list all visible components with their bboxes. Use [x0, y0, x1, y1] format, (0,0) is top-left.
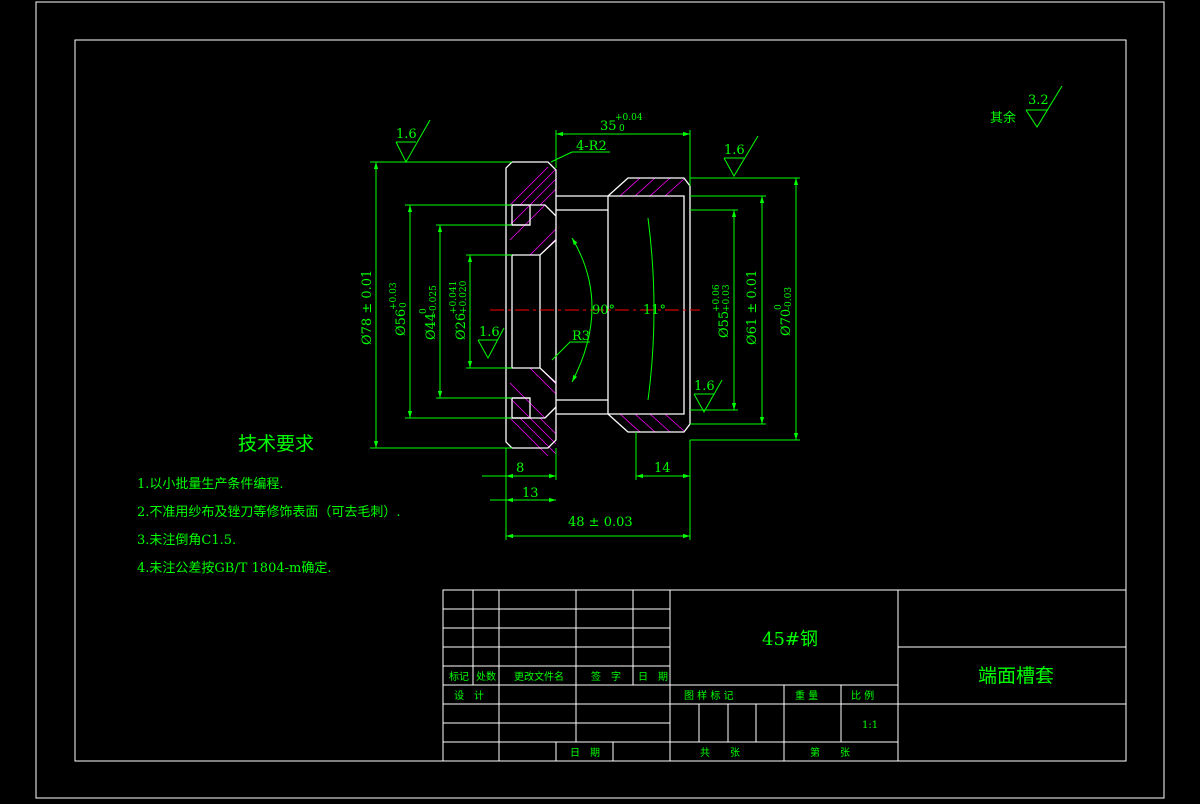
tech-requirement-item: 1.以小批量生产条件编程.: [137, 476, 284, 492]
dim-d70-tol-upper: 0: [774, 304, 784, 310]
dim-d26-group: Ø26 +0.041 +0.020: [449, 280, 469, 340]
dim-d70: Ø70: [779, 309, 794, 336]
dim-corner-radius: 4-R2: [576, 139, 607, 154]
part-outline: [505, 161, 691, 449]
dim-d56-group: Ø56 +0.03 0: [389, 282, 409, 336]
stage-label: 图 样 标 记: [684, 689, 734, 702]
dim-d55-tol-lower: +0.03: [722, 284, 732, 312]
dim-top-width-tol-lower: 0: [619, 124, 625, 134]
dim-d55-tol-upper: +0.06: [712, 284, 722, 312]
part-name: 端面槽套: [978, 665, 1054, 687]
dim-len-14: 14: [654, 461, 671, 476]
tech-requirement-item: 4.未注公差按GB/T 1804-m确定.: [137, 561, 331, 576]
dimension-lines: [370, 130, 800, 540]
rev-header-count: 处数: [476, 670, 496, 683]
sheet-label: 第 张: [810, 746, 850, 759]
rev-header-doc: 更改文件名: [514, 670, 564, 683]
dim-d26: Ø26: [454, 313, 469, 340]
tech-requirement-item: 2.不准用纱布及锉刀等修饰表面（可去毛刺）.: [137, 504, 401, 520]
dim-len-48: 48 ± 0.03: [568, 515, 633, 530]
dim-d26-tol-upper: +0.041: [449, 281, 459, 314]
rev-header-mark: 标记: [449, 671, 469, 683]
dim-d61: Ø61 ± 0.01: [745, 270, 760, 345]
dim-len-13: 13: [522, 486, 539, 501]
dim-d70-tol-lower: -0.03: [784, 287, 794, 310]
angle-arc-90: [571, 237, 593, 383]
dim-d78: Ø78 ± 0.01: [360, 270, 375, 345]
dim-inner-radius: R3: [572, 329, 590, 344]
outer-frame: [35, 1, 1165, 799]
roughness-top-left: 1.6: [396, 127, 417, 142]
roughness-symbols: [395, 85, 1063, 414]
dim-d55: Ø55: [717, 311, 732, 338]
dim-d55-group: Ø55 +0.06 +0.03: [712, 284, 732, 338]
roughness-bore-left: 1.6: [479, 325, 500, 340]
dim-d44-group: Ø44 0 -0.025: [419, 285, 439, 340]
tech-requirements-title: 技术要求: [238, 433, 314, 455]
dim-d44-tol-lower: -0.025: [429, 285, 439, 314]
scale-label: 比 例: [851, 689, 874, 702]
tech-requirement-item: 3.未注倒角C1.5.: [137, 533, 236, 548]
dim-d56-tol-upper: +0.03: [389, 282, 399, 310]
scale-value: 1:1: [862, 720, 878, 731]
angle-11-label: 11°: [643, 303, 666, 318]
roughness-bore-right: 1.6: [694, 379, 715, 394]
material-label: 45#钢: [762, 629, 818, 650]
dim-d70-group: Ø70 0 -0.03: [774, 287, 794, 336]
dim-d56: Ø56: [394, 309, 409, 336]
design-label: 设 计: [454, 689, 484, 702]
roughness-other-label: 其余: [990, 110, 1016, 126]
dim-d44: Ø44: [424, 313, 439, 340]
angle-arc-11: [647, 217, 655, 401]
title-block-grid: [442, 589, 1127, 762]
roughness-other-value: 3.2: [1028, 93, 1049, 108]
dim-top-width: 35: [600, 119, 617, 134]
rev-header-sign: 签 字: [591, 670, 621, 683]
dim-d56-tol-lower: 0: [399, 302, 409, 308]
date-label: 日 期: [570, 747, 600, 759]
roughness-top-right: 1.6: [724, 143, 745, 158]
dim-len-8: 8: [516, 461, 524, 476]
dim-d44-tol-upper: 0: [419, 308, 429, 314]
dim-d26-tol-lower: +0.020: [459, 280, 469, 314]
weight-label: 重 量: [795, 689, 818, 702]
rev-header-date: 日 期: [638, 671, 668, 683]
angle-90-label: 90°: [592, 303, 615, 318]
dim-top-width-tol-upper: +0.04: [615, 113, 643, 123]
sheet-total-label: 共 张: [700, 747, 740, 759]
